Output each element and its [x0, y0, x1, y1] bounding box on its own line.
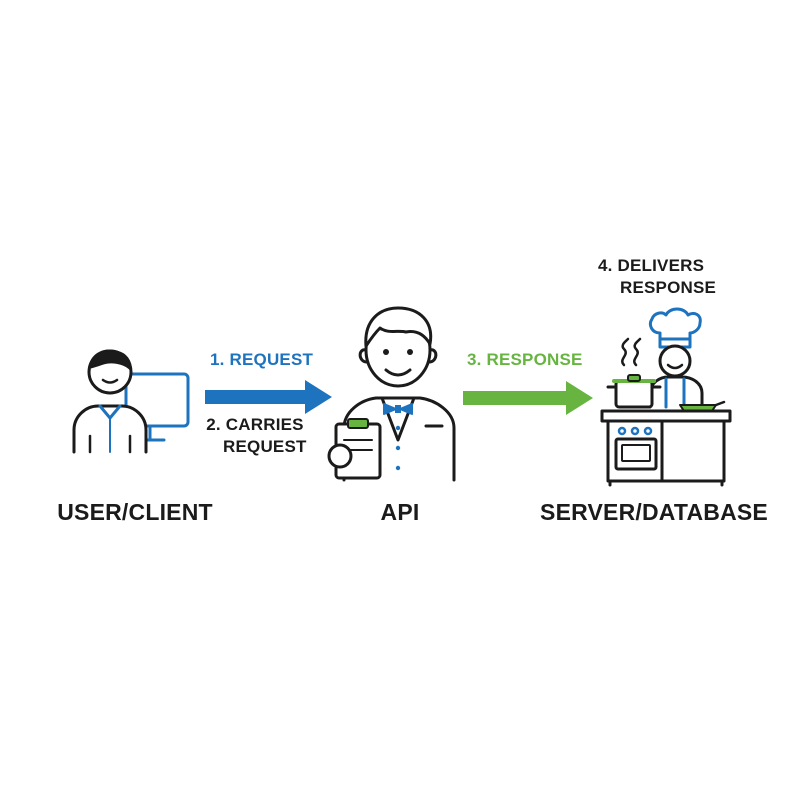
step-delivers-response-label: 4. DELIVERS RESPONSE	[598, 255, 718, 299]
response-arrow-icon	[463, 381, 593, 415]
waiter-with-clipboard-icon	[327, 300, 470, 482]
step-response-label: 3. RESPONSE	[467, 350, 583, 369]
chef-at-stove-icon	[596, 305, 736, 487]
step-delivers-line-2: RESPONSE	[620, 278, 717, 297]
step-request-label: 1. REQUEST	[210, 350, 314, 369]
step-carries-line-1: 2. CARRIES	[206, 415, 304, 434]
step-carries-request-label: 2. CARRIES REQUEST	[205, 414, 307, 458]
user-at-computer-icon	[60, 340, 200, 460]
request-arrow-icon	[205, 380, 332, 414]
server-label: SERVER/DATABASE	[540, 499, 768, 525]
api-label: API	[380, 499, 420, 525]
step-carries-line-2: REQUEST	[223, 437, 307, 456]
step-delivers-line-1: 4. DELIVERS	[598, 256, 705, 275]
client-label: USER/CLIENT	[57, 499, 213, 525]
